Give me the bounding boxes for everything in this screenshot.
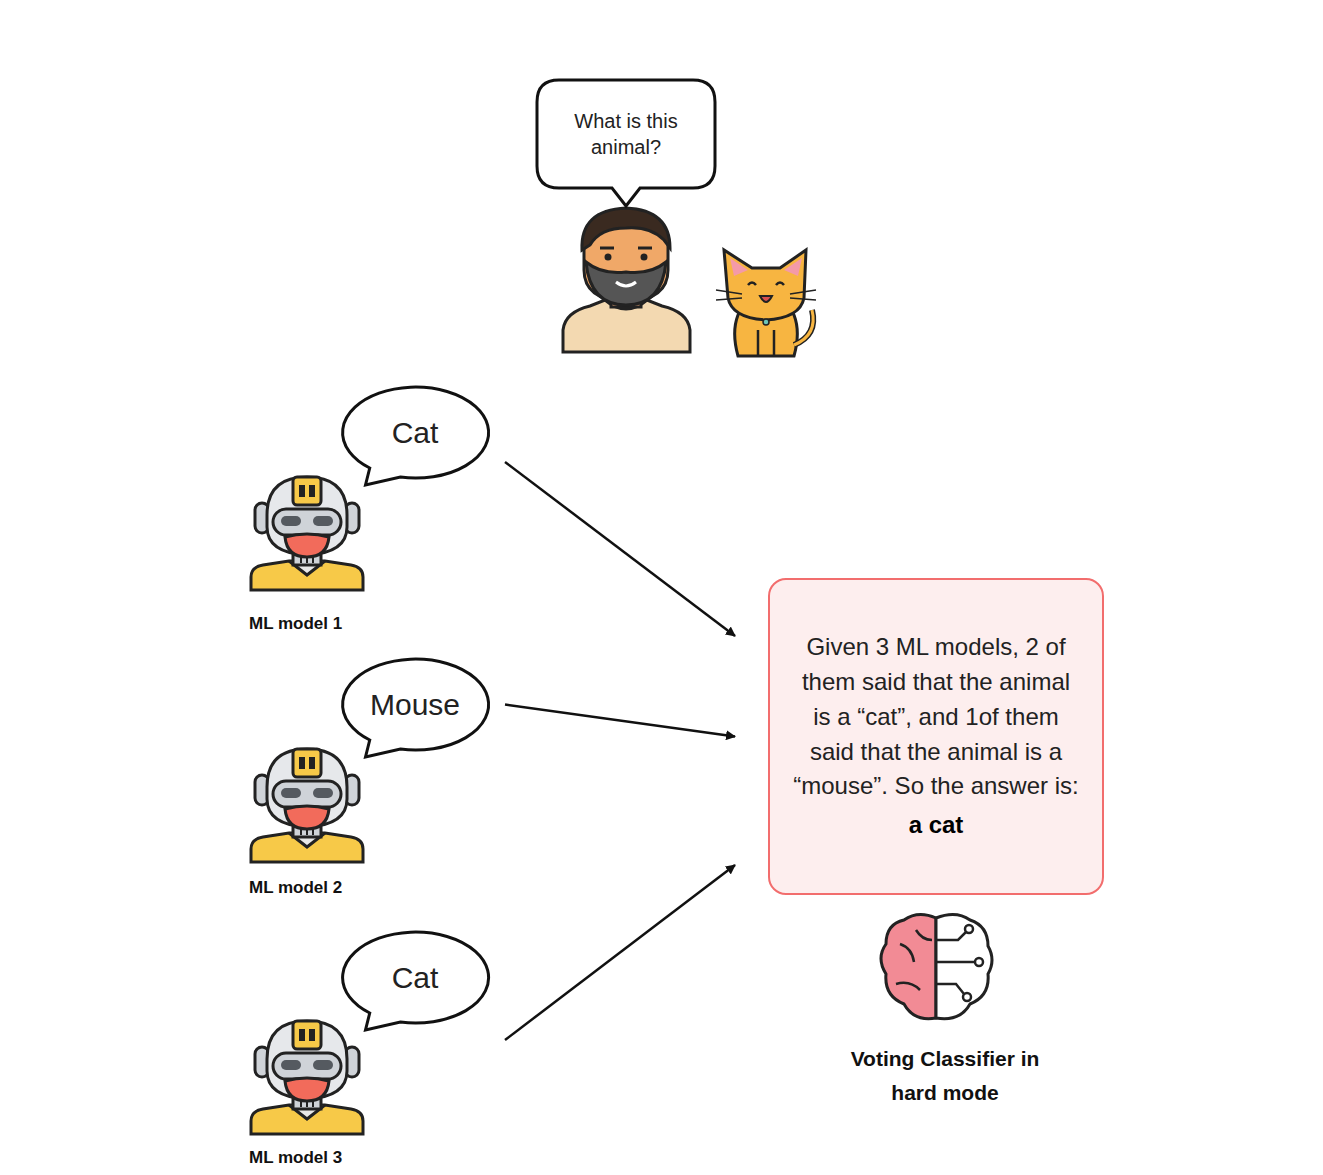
node-text: Cat (392, 413, 439, 452)
robot-figure (251, 1021, 363, 1134)
speech-bubble: Cat (340, 930, 490, 1025)
arrow-connector (505, 462, 735, 636)
node-text: Given 3 ML models, 2 of them said that t… (792, 630, 1080, 804)
arrow-connector (505, 865, 735, 1040)
model-label: ML model 1 (249, 610, 389, 637)
robot-figure (251, 477, 363, 590)
person-figure (563, 208, 690, 352)
robot-figure (251, 749, 363, 862)
speech-bubble: What is this animal? (535, 78, 717, 190)
speech-bubble: Cat (340, 385, 490, 480)
node-text: Cat (392, 958, 439, 997)
answer-text: a cat (909, 808, 964, 843)
model-label: ML model 2 (249, 874, 389, 901)
speech-bubble: Mouse (340, 657, 490, 752)
bubble-outline (535, 78, 717, 190)
arrow-connector (505, 705, 735, 737)
cat-figure (716, 250, 816, 356)
classifier-label: Voting Classifier in hard mode (840, 1042, 1050, 1109)
node-text: What is this animal? (561, 108, 691, 160)
node-text: Mouse (370, 685, 460, 724)
result-box: Given 3 ML models, 2 of them said that t… (768, 578, 1104, 895)
brain-icon (881, 914, 992, 1018)
model-label: ML model 3 (249, 1144, 389, 1171)
